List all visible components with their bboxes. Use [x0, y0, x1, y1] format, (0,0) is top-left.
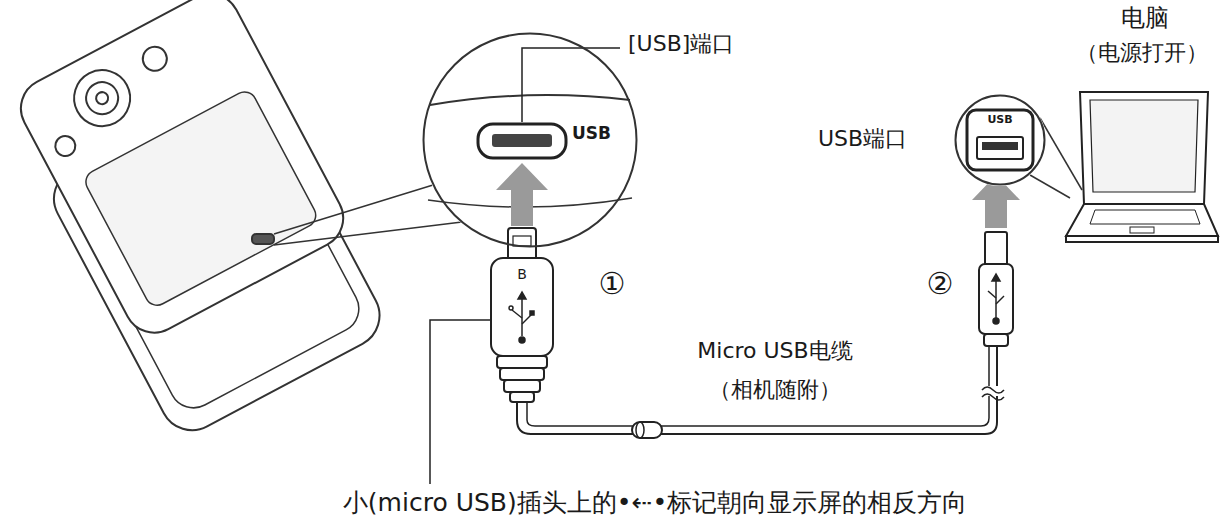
cable-break — [982, 386, 1004, 400]
port-name: USB端口 — [818, 126, 907, 152]
usb-a-plug — [979, 232, 1013, 346]
magnifier-ground — [422, 32, 638, 248]
plug-type: B — [517, 266, 527, 283]
camera — [10, 0, 390, 441]
magnifier-ground — [954, 94, 1046, 186]
laptop — [1066, 92, 1218, 242]
circle-outline — [954, 94, 1046, 186]
magnifier-lines — [274, 185, 462, 245]
ferrite-core — [632, 422, 662, 438]
cable-name: Micro USB电缆 — [697, 338, 852, 364]
callout-number: ① — [599, 266, 626, 302]
computer-port-detail — [967, 110, 1033, 170]
port-label: USB — [987, 114, 1012, 126]
callout-number: ② — [927, 266, 954, 302]
computer-port-magnifier: USB — [954, 94, 1046, 186]
caption-note: 小(micro USB)插头上的•⇠•标记朝向显示屏的相反方向 — [343, 488, 967, 518]
cable-note: （相机随附） — [709, 377, 841, 403]
device-note: （电源打开） — [1076, 40, 1208, 66]
micro-usb-plug — [491, 228, 553, 402]
camera-port-magnifier: USB — [422, 32, 638, 248]
device-name: 电脑 — [1121, 4, 1169, 33]
port-label: USB — [572, 124, 611, 143]
port-name: [USB]端口 — [628, 31, 734, 57]
insert-arrow — [496, 163, 548, 226]
leader-line — [522, 48, 620, 122]
leader-line — [430, 320, 490, 484]
